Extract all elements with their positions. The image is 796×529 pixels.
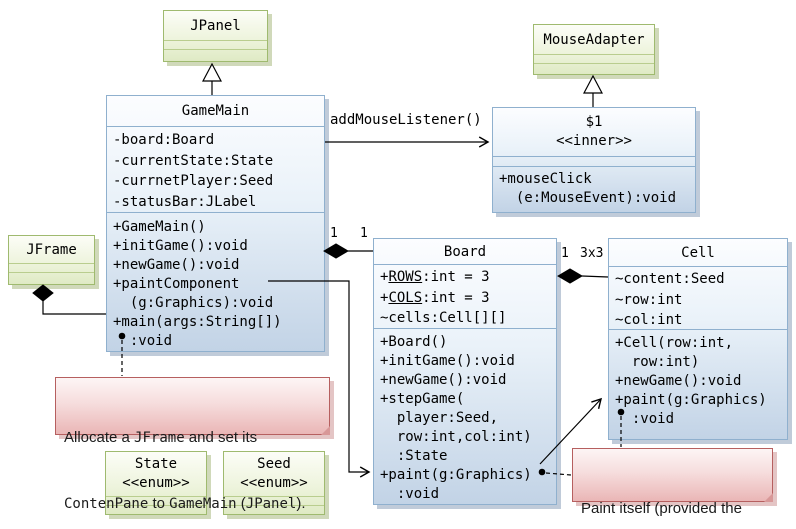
class-cell: Cell ~content:Seed ~row:int ~col:int +Ce… [608,238,788,440]
method-line: +Cell(row:int, [615,335,734,351]
generalization-gamemain-jpanel [202,62,222,95]
class-seed-methods-empty [224,505,324,514]
method-line: +newGame():void [380,372,507,388]
class-cell-attributes: ~content:Seed ~row:int ~col:int [609,266,787,329]
class-gamemain-attributes: -board:Board -currentState:State -currne… [107,126,324,212]
note-fold-corner [321,426,330,435]
method-line: +newGame():void [113,257,240,273]
class-board: Board +ROWS:int = 3 +COLS:int = 3 ~cells… [373,238,557,505]
method-line: +main(args:String[]) [113,314,282,330]
class-jpanel: JPanel [163,10,268,62]
note-line: ContenPane to GameMain (JPanel). [64,495,306,512]
attribute-line: +COLS:int = 3 [380,289,490,306]
method-line: :void [380,486,440,502]
attribute-line: ~col:int [615,312,683,328]
attribute-line: -board:Board [113,132,215,148]
method-line: +initGame():void [113,238,248,254]
class-gamemain-title: GameMain [181,103,250,119]
method-line: :State [380,448,448,464]
method-line: (g:Graphics):void [113,295,274,311]
method-line: +mouseClick [499,171,592,187]
class-board-attributes: +ROWS:int = 3 +COLS:int = 3 ~cells:Cell[… [374,264,556,328]
class-jpanel-title: JPanel [190,17,241,34]
class-state-stereotype: <<enum>> [122,475,190,491]
class-state-enum: State <<enum>> [105,451,207,515]
class-inner-methods: +mouseClick (e:MouseEvent):void [493,166,695,212]
method-line: +GameMain() [113,219,206,235]
class-cell-methods: +Cell(row:int, row:int) +newGame():void … [609,329,787,441]
attribute-line: -statusBar:JLabel [113,193,257,210]
class-state-name: State [134,456,178,472]
class-gamemain-methods: +GameMain() +initGame():void +newGame():… [107,212,324,353]
edge-label-addmouselistener: addMouseListener() [330,112,482,128]
class-inner-stereotype: <<inner>> [556,133,632,149]
note-paint-itself: Paint itself (provided the Graphics cont… [572,448,773,517]
multiplicity-gamemain-1: 1 [330,226,338,241]
method-line: +initGame():void [380,353,515,369]
attribute-line: -currnetPlayer:Seed [113,173,274,189]
class-cell-title: Cell [681,244,715,261]
class-seed-stereotype: <<enum>> [240,475,308,491]
class-mouseadapter-title: MouseAdapter [543,31,645,48]
attribute-line: ~cells:Cell[][] [380,310,507,326]
multiplicity-board-1: 1 [360,226,368,241]
class-gamemain: GameMain -board:Board -currentState:Stat… [106,95,325,352]
method-line: row:int,col:int) [380,429,532,445]
class-state-title: State <<enum>> [106,452,206,496]
class-jpanel-methods-empty [164,49,267,61]
composition-board-cell [557,268,609,284]
attribute-line: +ROWS:int = 3 [380,269,490,285]
class-inner-attributes-empty [493,156,695,166]
class-state-methods-empty [106,505,206,514]
class-inner-title: $1 <<inner>> [493,108,695,156]
note-jframe-contentpane: Allocate a JFrame and set its ContenPane… [55,377,330,512]
generalization-inner-mouseadapter [583,74,603,107]
method-line: +newGame():void [615,373,742,389]
method-line: (e:MouseEvent):void [499,190,677,206]
method-line: +Board() [380,334,448,350]
method-line: player:Seed, [380,410,499,426]
multiplicity-board-side-1: 1 [561,246,569,261]
method-line: :void [615,411,675,427]
class-jframe: JFrame [8,235,95,285]
note-line: Paint itself (provided the [581,500,742,517]
class-mouseadapter-attributes-empty [534,54,654,63]
class-inner-listener: $1 <<inner>> +mouseClick (e:MouseEvent):… [492,107,696,213]
class-mouseadapter-methods-empty [534,63,654,74]
method-line: +paint(g:Graphics) [380,467,532,483]
composition-jframe-gamemain [32,284,106,315]
class-board-methods: +Board() +initGame():void +newGame():voi… [374,328,556,506]
class-board-title: Board [443,243,487,260]
multiplicity-cell-3x3: 3x3 [580,246,604,261]
attribute-line: ~row:int [615,291,683,308]
class-state-attributes-empty [106,496,206,505]
class-jframe-attributes-empty [9,263,94,272]
note-line: Allocate a JFrame and set its [64,429,258,446]
class-inner-name: $1 [585,114,603,130]
class-seed-attributes-empty [224,496,324,505]
composition-gamemain-board [323,243,373,259]
method-line: row:int) [615,354,700,370]
attribute-line: ~content:Seed [615,271,725,287]
method-line: :void [113,333,173,349]
method-line: +stepGame( [380,391,465,407]
class-jframe-methods-empty [9,272,94,284]
class-jpanel-attributes-empty [164,40,267,49]
method-line: +paintComponent [113,276,240,292]
note-fold-corner [764,493,773,502]
class-mouseadapter: MouseAdapter [533,24,655,75]
method-line: +paint(g:Graphics) [615,392,767,408]
attribute-line: -currentState:State [113,152,274,169]
class-jframe-title: JFrame [26,241,77,258]
